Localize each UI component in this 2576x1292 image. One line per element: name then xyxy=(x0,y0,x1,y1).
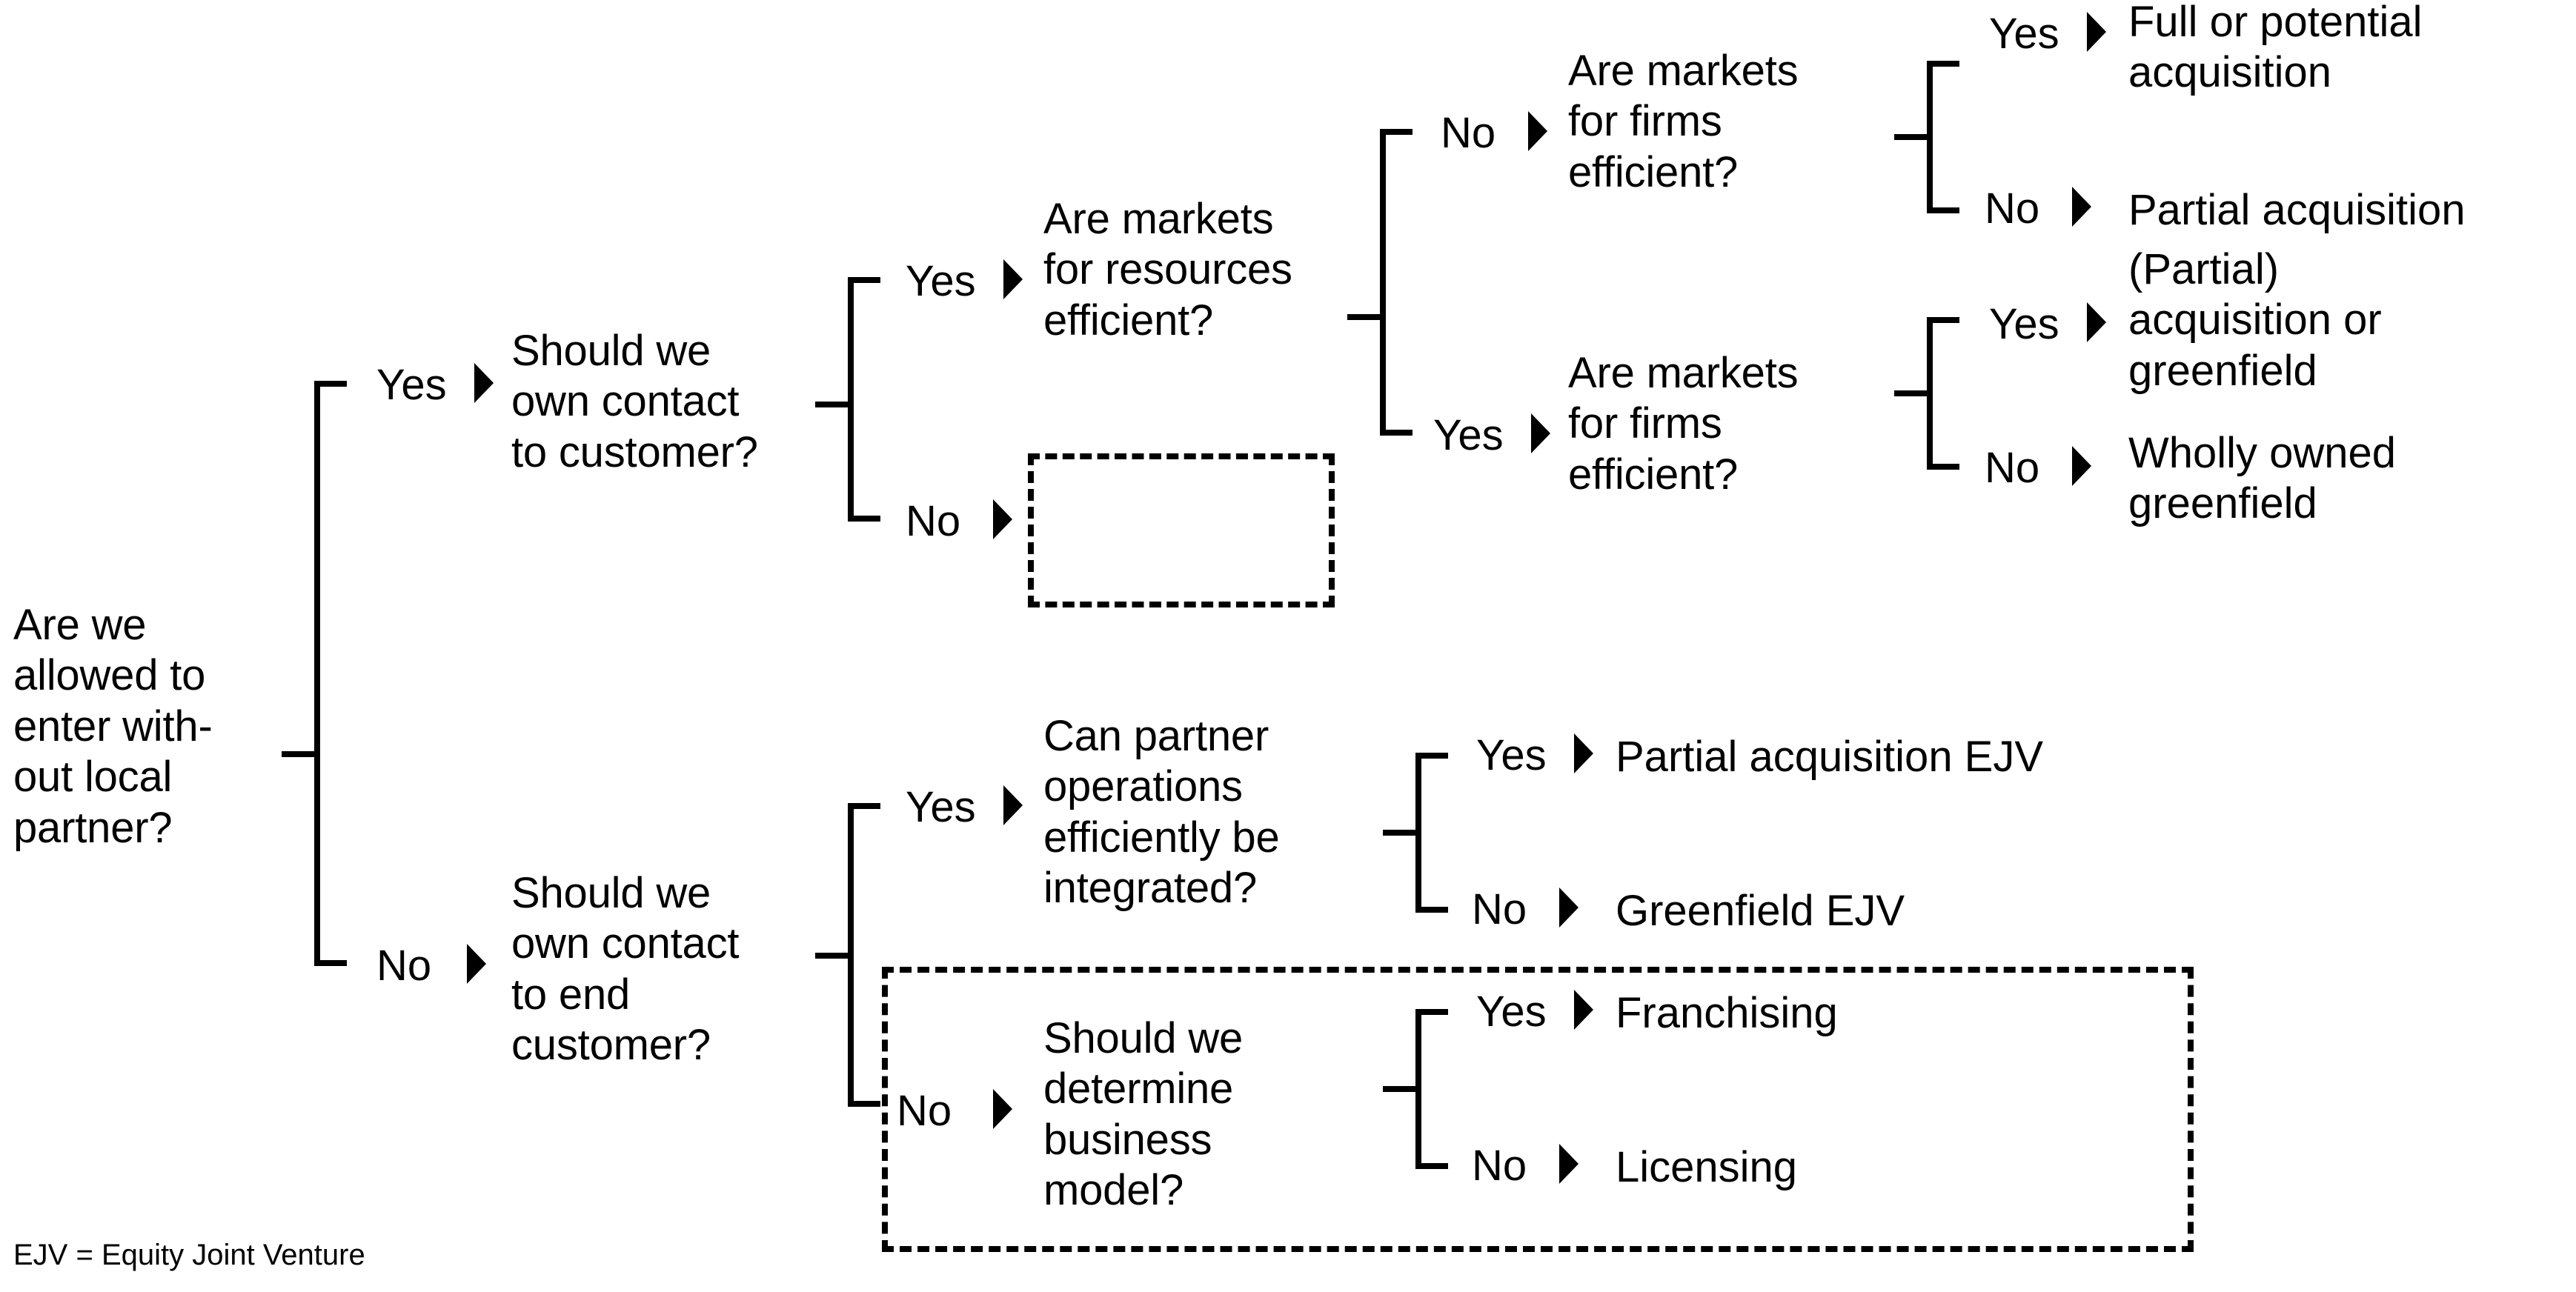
outcome-partial-acquisition-or-greenfield: (Partial) acquisition or greenfield xyxy=(2128,245,2382,395)
bracket-arm-bottom xyxy=(848,1101,880,1107)
markets-firms-a-bracket xyxy=(1894,61,1959,213)
arrow-marker-own-contact-customer-yes xyxy=(1003,259,1023,299)
answer-label-business-model-no: No xyxy=(1472,1142,1527,1190)
bracket-arm-top xyxy=(1927,61,1959,67)
arrow-marker-business-model-yes xyxy=(1574,990,1593,1030)
answer-label-markets-resources-yes: Yes xyxy=(1433,411,1504,459)
bracket-stub xyxy=(1383,830,1418,836)
bracket-arm-bottom xyxy=(1380,430,1413,436)
bracket-stub xyxy=(815,953,851,959)
bracket-stub xyxy=(282,751,317,757)
answer-label-markets-resources-no: No xyxy=(1441,109,1496,157)
answer-label-firms-b-no: No xyxy=(1985,444,2040,492)
bracket-stub xyxy=(1894,134,1930,140)
node-own-contact-end-customer: Should we own contact to end customer? xyxy=(511,869,740,1070)
arrow-marker-markets-resources-no xyxy=(1528,111,1547,151)
legend-footnote: EJV = Equity Joint Venture xyxy=(13,1239,365,1271)
bracket-arm-bottom xyxy=(1415,907,1448,913)
bracket-stub xyxy=(815,402,851,407)
answer-label-root-no: No xyxy=(376,942,432,990)
own-contact-end-customer-bracket xyxy=(815,803,880,1107)
bracket-arm-top xyxy=(1380,129,1413,135)
answer-label-partner-integration-yes: Yes xyxy=(1476,731,1547,779)
bracket-arm-bottom xyxy=(1415,1163,1448,1169)
node-markets-for-resources: Are markets for resources efficient? xyxy=(1043,195,1292,344)
arrow-marker-root-yes xyxy=(474,363,494,403)
bracket-arm-top xyxy=(848,803,880,809)
arrow-marker-own-contact-customer-no xyxy=(993,499,1012,539)
node-business-model: Should we determine business model? xyxy=(1043,1014,1244,1215)
business-model-dashed-box xyxy=(882,967,2194,1252)
partner-integration-bracket xyxy=(1383,753,1448,913)
outcome-franchising: Franchising xyxy=(1616,989,1838,1037)
bracket-arm-bottom xyxy=(848,516,880,522)
arrow-marker-root-no xyxy=(467,944,486,984)
bracket-spine xyxy=(1415,1009,1421,1169)
bracket-arm-top xyxy=(314,381,347,387)
outcome-licensing: Licensing xyxy=(1616,1143,1798,1191)
bracket-stub xyxy=(1383,1086,1418,1092)
markets-firms-b-bracket xyxy=(1894,317,1959,470)
bracket-spine xyxy=(1927,61,1933,213)
outcome-wholly-owned-greenfield: Wholly owned greenfield xyxy=(2128,429,2397,528)
bracket-arm-bottom xyxy=(1927,207,1959,213)
node-markets-for-firms-a: Are markets for firms efficient? xyxy=(1568,47,1799,196)
arrow-marker-firms-a-yes xyxy=(2087,12,2106,52)
empty-dashed-placeholder-box xyxy=(1028,453,1335,607)
bracket-stub xyxy=(1894,390,1930,396)
arrow-marker-business-model-no xyxy=(1559,1144,1579,1184)
arrow-marker-end-customer-no xyxy=(993,1089,1012,1129)
root-bracket xyxy=(282,381,347,966)
bracket-spine xyxy=(1380,129,1386,436)
arrow-marker-firms-b-no xyxy=(2072,446,2091,486)
bracket-arm-bottom xyxy=(1927,464,1959,470)
answer-label-root-yes: Yes xyxy=(376,361,447,409)
bracket-stub xyxy=(1347,314,1383,320)
arrow-marker-markets-resources-yes xyxy=(1531,413,1550,453)
answer-label-own-contact-customer-no: No xyxy=(906,497,961,545)
answer-label-business-model-yes: Yes xyxy=(1476,988,1547,1036)
bracket-arm-bottom xyxy=(314,960,347,966)
bracket-arm-top xyxy=(1415,753,1448,759)
bracket-spine xyxy=(848,803,854,1107)
markets-for-resources-bracket xyxy=(1347,129,1413,436)
bracket-arm-top xyxy=(1415,1009,1448,1015)
arrow-marker-partner-integration-yes xyxy=(1574,733,1593,773)
answer-label-own-contact-customer-yes: Yes xyxy=(906,257,976,305)
node-own-contact-customer: Should we own contact to customer? xyxy=(511,327,758,476)
answer-label-firms-a-no: No xyxy=(1985,184,2040,233)
answer-label-partner-integration-no: No xyxy=(1472,885,1527,933)
own-contact-customer-bracket xyxy=(815,277,880,522)
bracket-spine xyxy=(1927,317,1933,470)
arrow-marker-firms-a-no xyxy=(2072,187,2091,227)
node-markets-for-firms-b: Are markets for firms efficient? xyxy=(1568,349,1799,499)
bracket-arm-top xyxy=(1927,317,1959,323)
node-partner-integration: Can partner operations efficiently be in… xyxy=(1043,712,1280,913)
arrow-marker-end-customer-yes xyxy=(1003,785,1023,825)
bracket-spine xyxy=(1415,753,1421,913)
outcome-partial-acquisition-ejv: Partial acquisition EJV xyxy=(1616,733,2044,781)
outcome-full-or-potential-acquisition: Full or potential acquisition xyxy=(2128,0,2423,97)
outcome-greenfield-ejv: Greenfield EJV xyxy=(1616,887,1905,935)
answer-label-end-customer-yes: Yes xyxy=(906,783,976,831)
business-model-bracket xyxy=(1383,1009,1448,1169)
root-question: Are we allowed to enter with- out local … xyxy=(13,601,213,852)
outcome-partial-acquisition: Partial acquisition xyxy=(2128,186,2466,234)
bracket-spine xyxy=(314,381,320,966)
answer-label-end-customer-no: No xyxy=(897,1087,952,1135)
answer-label-firms-b-yes: Yes xyxy=(1989,300,2059,348)
bracket-arm-top xyxy=(848,277,880,283)
arrow-marker-firms-b-yes xyxy=(2087,302,2106,342)
answer-label-firms-a-yes: Yes xyxy=(1989,10,2059,58)
arrow-marker-partner-integration-no xyxy=(1559,888,1579,928)
bracket-spine xyxy=(848,277,854,522)
